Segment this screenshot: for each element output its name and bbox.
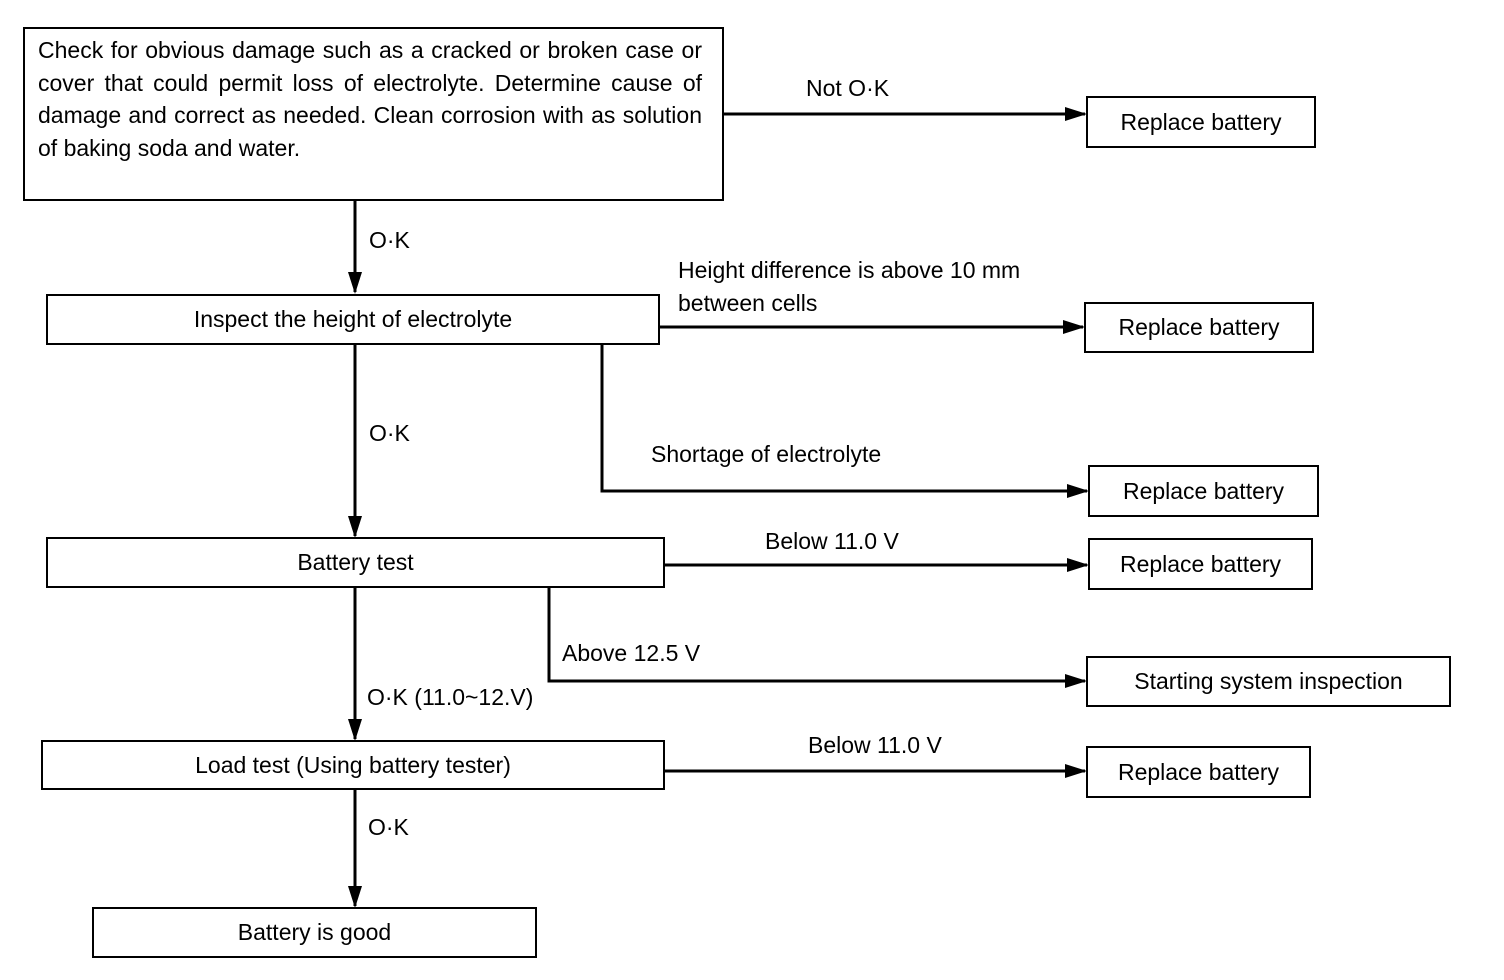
inspect-height-box: Inspect the height of electrolyte [46,294,660,345]
label-height-difference: Height difference is above 10 mm between… [678,257,1021,316]
label-ok-2: O·K [369,420,410,446]
replace-battery-box-4: Replace battery [1088,538,1313,590]
replace-battery-box-5: Replace battery [1086,746,1311,798]
battery-test-box: Battery test [46,537,665,588]
replace-battery-box-2: Replace battery [1084,302,1314,353]
load-test-box: Load test (Using battery tester) [41,740,665,790]
label-ok-range: O·K (11.0~12.V) [367,684,534,710]
label-shortage: Shortage of electrolyte [651,441,882,467]
label-test-above: Above 12.5 V [562,640,701,666]
label-not-ok: Not O·K [806,75,890,101]
arrow-test-to-starting [547,587,1087,688]
battery-good-box: Battery is good [92,907,537,958]
replace-battery-box-3: Replace battery [1088,465,1319,517]
label-ok-1: O·K [369,227,410,253]
label-test-below: Below 11.0 V [765,528,899,554]
label-load-below: Below 11.0 V [808,732,942,758]
arrow-shortage-to-replace [600,344,1089,498]
check-damage-box: Check for obvious damage such as a crack… [23,27,724,201]
replace-battery-box-1: Replace battery [1086,96,1316,148]
starting-system-box: Starting system inspection [1086,656,1451,707]
label-ok-3: O·K [368,814,409,840]
